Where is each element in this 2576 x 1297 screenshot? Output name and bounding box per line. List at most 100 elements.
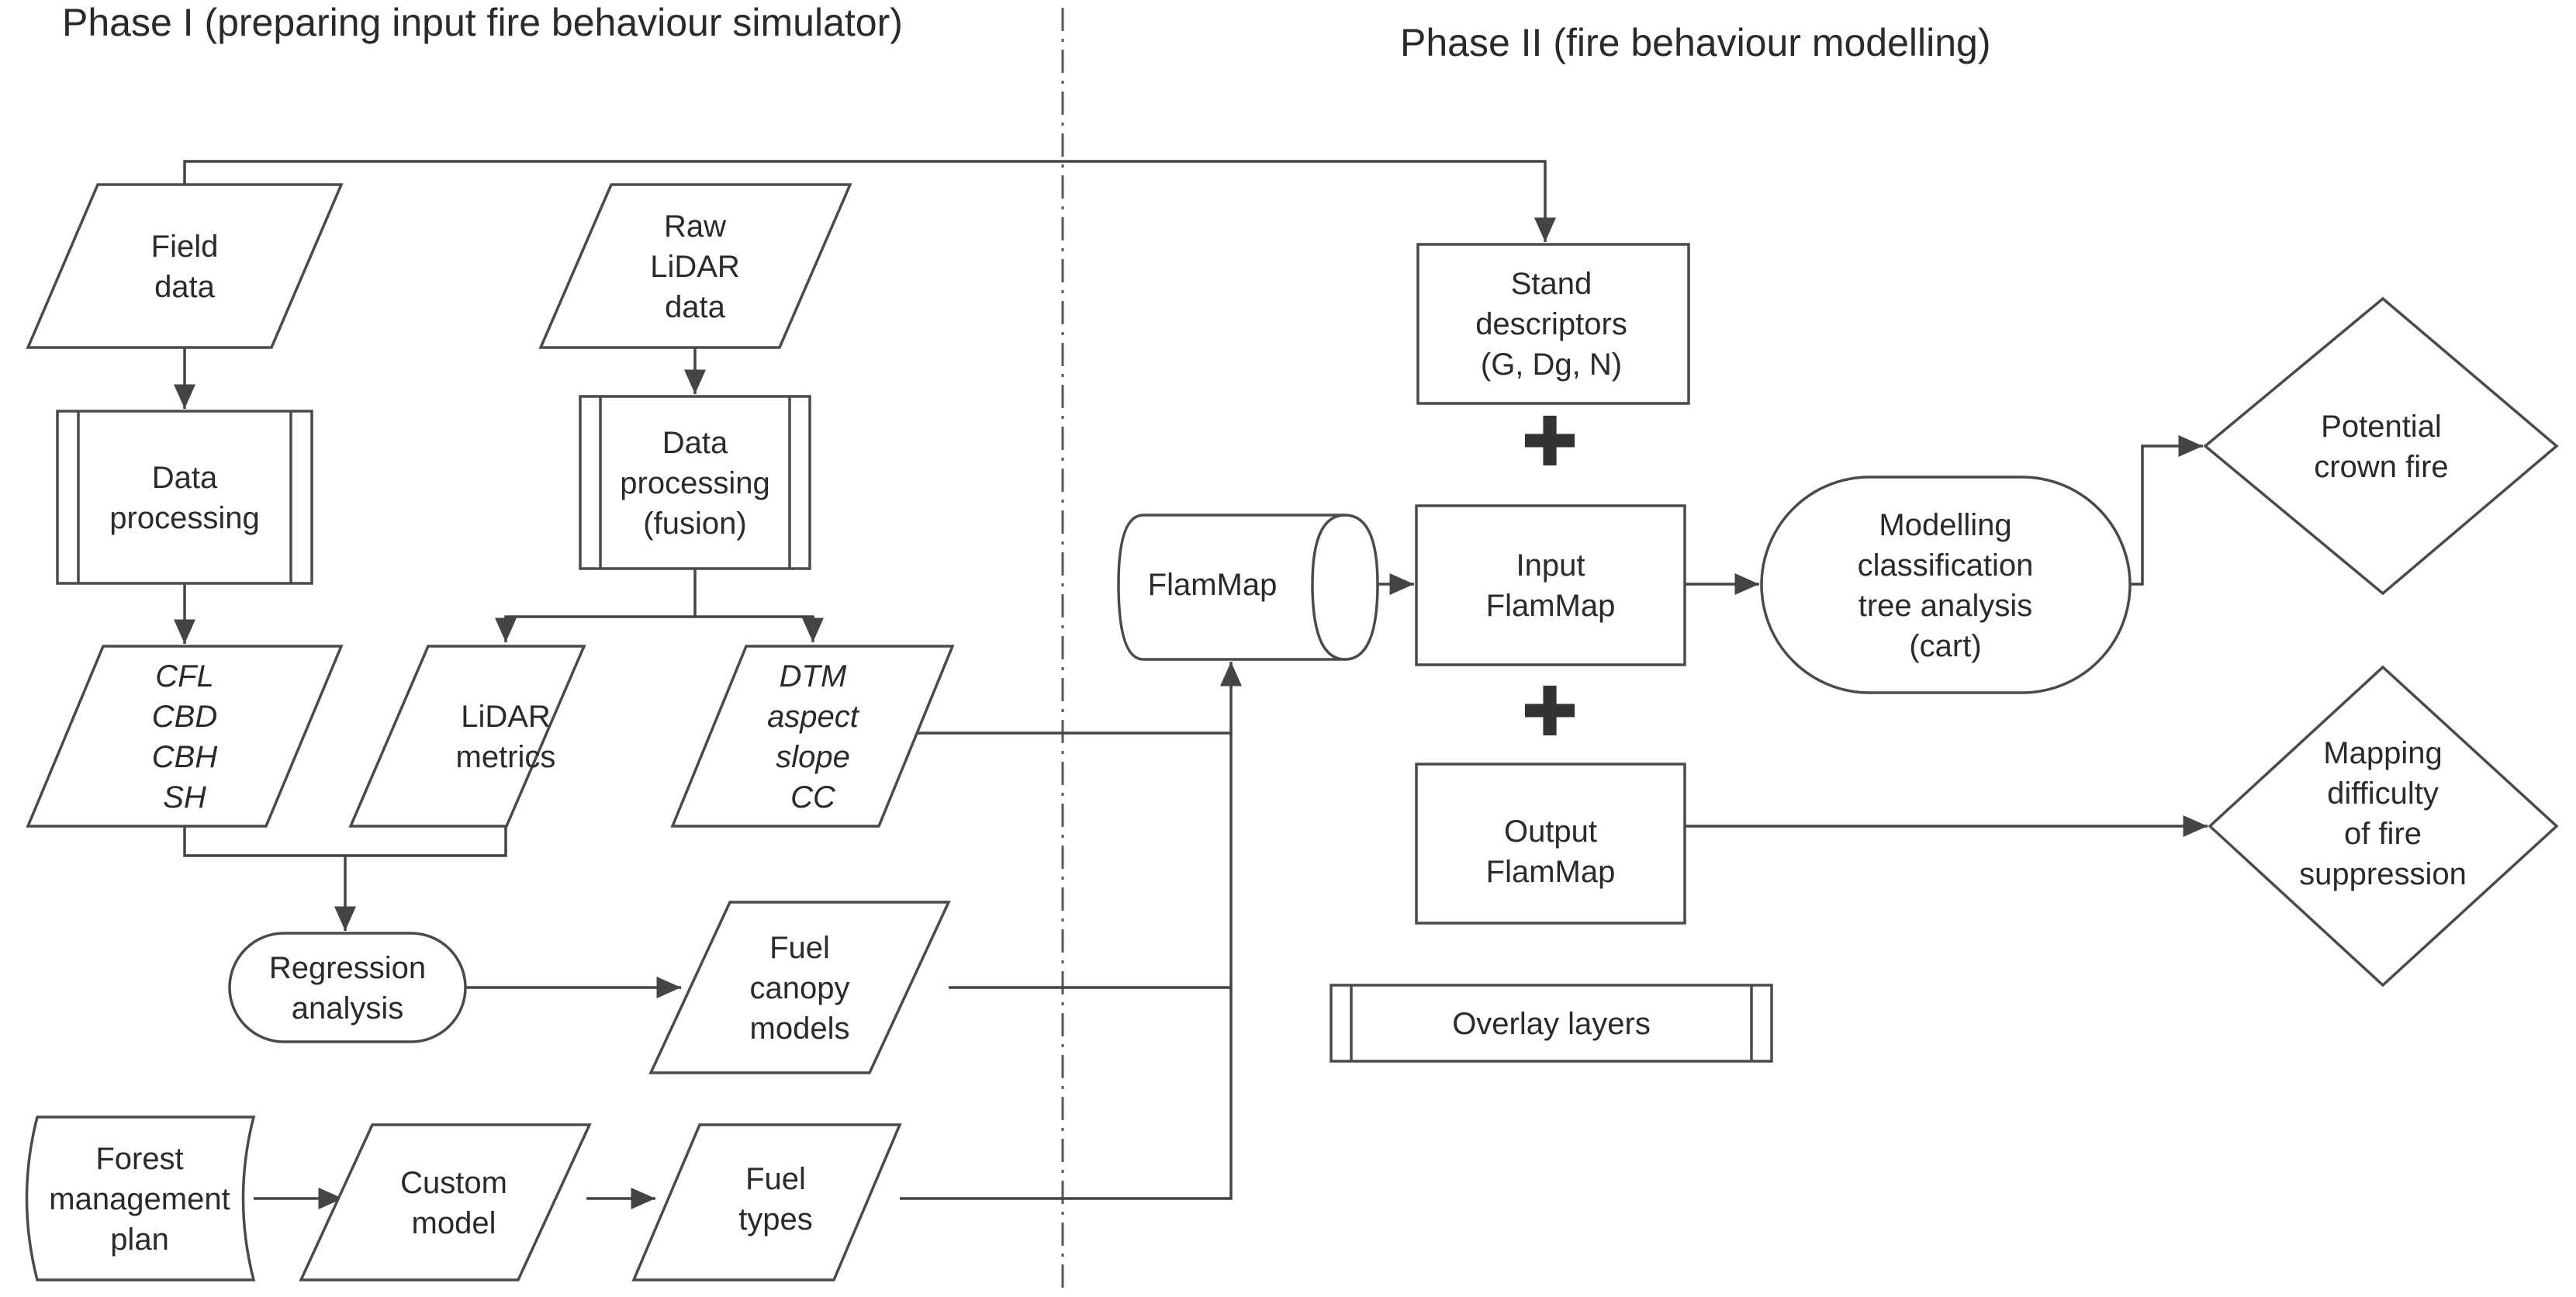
edge-merge-to-regression (183, 826, 507, 857)
label-line: Stand (1511, 267, 1592, 301)
label-line: crown fire (2314, 450, 2448, 484)
node-regression-analysis: Regression analysis (228, 932, 467, 1043)
plus-icon: ✚ (1521, 673, 1578, 750)
flammap-label: FlamMap (1148, 568, 1278, 602)
label-line: Data (662, 426, 728, 460)
label-line: (cart) (1909, 629, 1981, 663)
fuel-canopy-label: Fuel canopy models (750, 931, 850, 1046)
edge-field-to-stand (183, 160, 1556, 242)
lidar-metrics-label: LiDAR metrics (456, 700, 556, 774)
label-line: FlamMap (1486, 589, 1616, 623)
edge-fusion-to-terrain (695, 615, 824, 642)
label-line: slope (776, 740, 850, 774)
mapping-difficulty-label: Mapping difficulty of fire suppression (2299, 736, 2467, 891)
label-line: FlamMap (1148, 568, 1278, 602)
node-data-processing-fusion: Data processing (fusion) (579, 395, 811, 570)
label-line: CFL (155, 659, 214, 693)
label-line: aspect (767, 700, 860, 734)
label-line: Raw (664, 209, 726, 244)
label-line: LiDAR (650, 250, 740, 284)
label-line: Custom (400, 1166, 507, 1200)
node-overlay-layers: Overlay layers (1329, 984, 1773, 1063)
label-line: analysis (292, 991, 404, 1025)
node-fuel-types: Fuel types (631, 1123, 902, 1281)
label-line: management (49, 1182, 230, 1216)
plus-icon: ✚ (1521, 403, 1578, 480)
label-line: Output (1504, 815, 1597, 849)
phase2-title: Phase II (fire behaviour modelling) (1400, 21, 1991, 64)
forest-plan-label: Forest management plan (49, 1142, 230, 1257)
label-line: suppression (2299, 857, 2467, 891)
label-line: model (412, 1206, 496, 1240)
label-line: types (738, 1202, 813, 1236)
node-modelling-cart: Modelling classification tree analysis (car… (1760, 476, 2132, 694)
node-field-data: Field data (26, 183, 344, 349)
label-line: Forest (95, 1142, 183, 1176)
label-line: of fire (2344, 817, 2422, 851)
label-line: canopy (750, 971, 850, 1005)
edge-collector-to-flammap (900, 662, 1242, 1200)
label-line: Fuel (769, 931, 830, 965)
label-line: Field (151, 230, 219, 264)
regression-label: Regression analysis (269, 951, 426, 1025)
node-custom-model: Custom model (299, 1123, 592, 1281)
stand-descriptors-label: Stand descriptors (G, Dg, N) (1475, 267, 1627, 382)
label-line: classification (1858, 548, 2034, 583)
label-line: plan (110, 1223, 169, 1257)
label-line: Regression (269, 951, 426, 985)
data-processing-label: Data processing (109, 461, 259, 535)
label-line: SH (163, 780, 206, 815)
data-processing-fusion-label: Data processing (fusion) (620, 426, 769, 541)
node-mapping-difficulty: Mapping difficulty of fire suppression (2208, 665, 2559, 987)
label-line: Overlay layers (1452, 1007, 1651, 1041)
edge-modelling-to-crownfire (2130, 435, 2203, 586)
label-line: Input (1516, 548, 1585, 583)
label-line: CBH (152, 740, 218, 774)
label-line: tree analysis (1859, 589, 2033, 623)
fire-variables-label: CFL CBD CBH SH (152, 659, 218, 815)
custom-model-label: Custom model (400, 1166, 507, 1240)
node-flammap: FlamMap (1117, 514, 1379, 661)
edge-fusion-to-metrics (495, 569, 697, 642)
overlay-layers-label: Overlay layers (1452, 1007, 1651, 1041)
label-line: Modelling (1879, 508, 2011, 542)
label-line: LiDAR (461, 700, 551, 734)
node-fuel-canopy-models: Fuel canopy models (648, 901, 951, 1074)
label-line: difficulty (2327, 776, 2439, 811)
label-line: metrics (456, 740, 556, 774)
label-line: models (750, 1012, 850, 1046)
label-line: processing (620, 466, 769, 500)
label-line: CBD (152, 700, 217, 734)
node-lidar-metrics: LiDAR metrics (348, 645, 586, 828)
label-line: Fuel (745, 1162, 806, 1196)
label-line: DTM (780, 659, 847, 693)
fuel-types-label: Fuel types (738, 1162, 813, 1236)
label-line: (G, Dg, N) (1481, 348, 1622, 382)
node-stand-descriptors: Stand descriptors (G, Dg, N) (1416, 243, 1690, 405)
label-line: CC (790, 780, 836, 815)
node-forest-management-plan: Forest management plan (25, 1115, 256, 1281)
label-line: Data (152, 461, 218, 495)
label-line: FlamMap (1486, 855, 1616, 889)
label-line: processing (109, 501, 259, 535)
connectors (174, 160, 2208, 1209)
label-line: (fusion) (643, 507, 746, 541)
label-line: descriptors (1475, 307, 1627, 341)
node-data-processing: Data processing (56, 410, 313, 585)
modelling-cart-label: Modelling classification tree analysis (car… (1858, 508, 2034, 663)
label-line: data (154, 270, 216, 304)
field-data-label: Field data (151, 230, 219, 304)
phase1-title: Phase I (preparing input fire behaviour … (62, 1, 903, 44)
label-line: Mapping (2323, 736, 2442, 770)
